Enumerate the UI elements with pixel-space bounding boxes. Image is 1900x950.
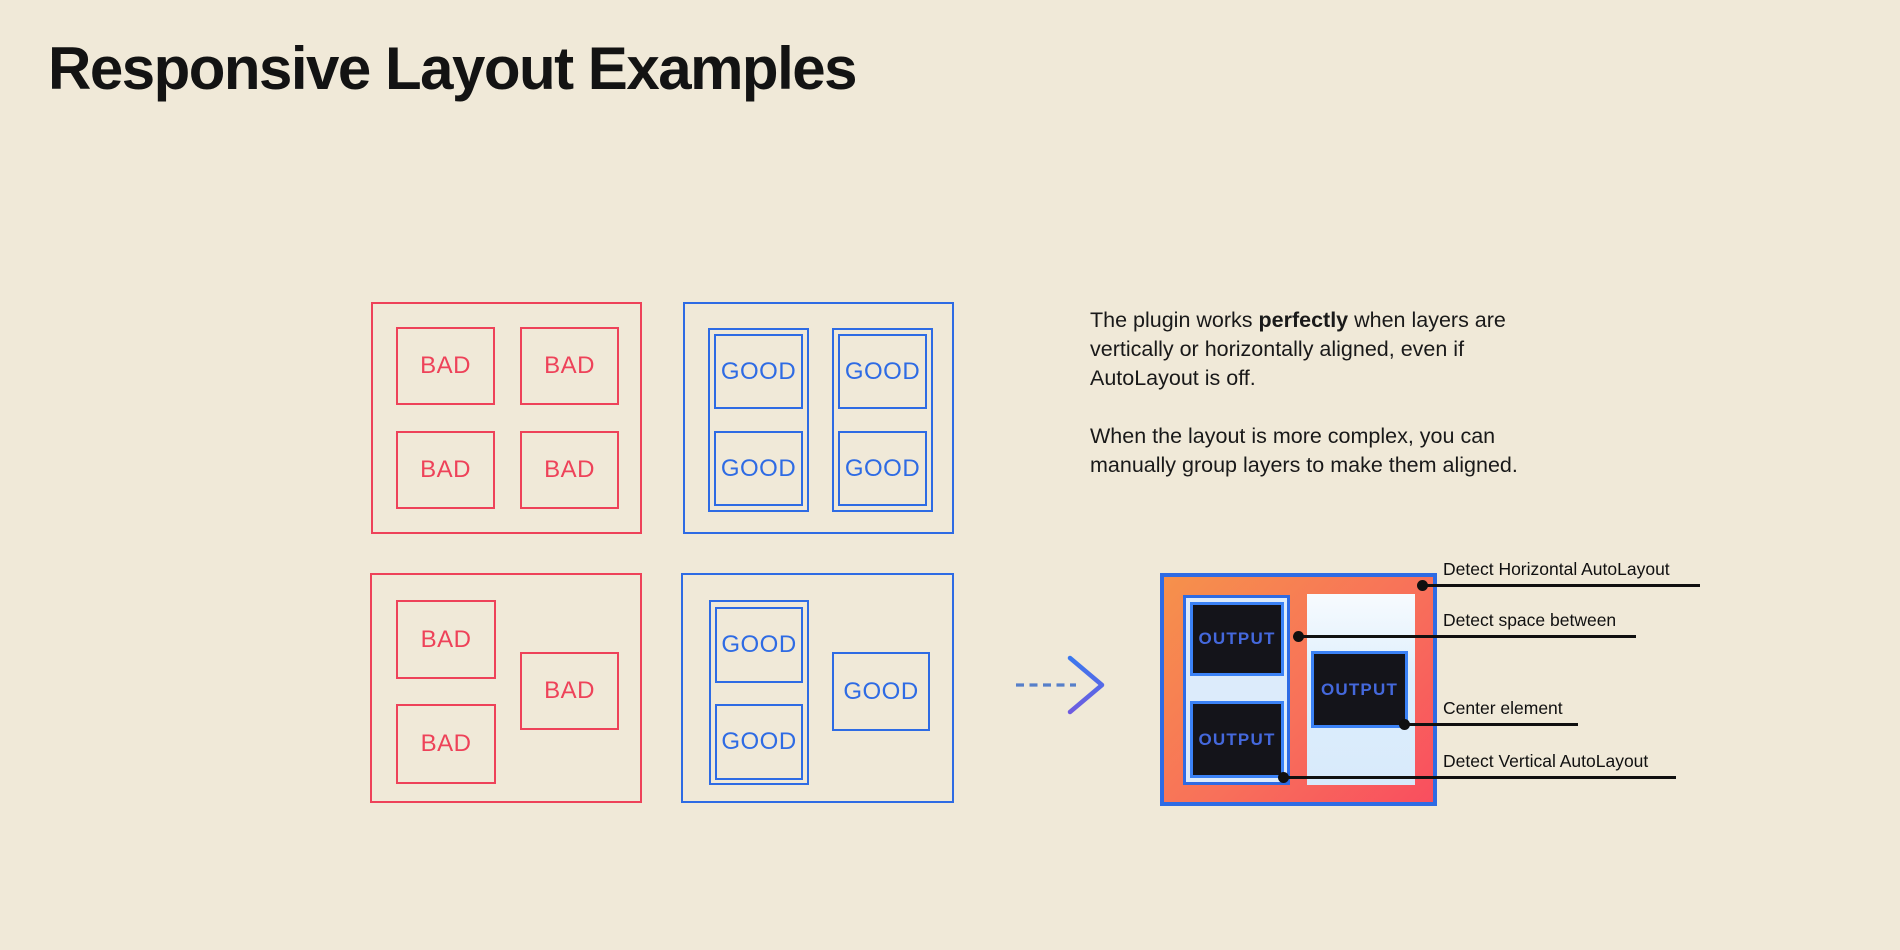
good-box: GOOD: [832, 652, 930, 731]
good-group-wrapper: GOOD GOOD: [708, 328, 809, 512]
annotation-label-center-element: Center element: [1443, 698, 1563, 718]
good-box: GOOD: [714, 431, 803, 506]
good-group-wrapper: GOOD GOOD: [832, 328, 933, 512]
annotation-dot: [1293, 631, 1304, 642]
good-box: GOOD: [838, 431, 927, 506]
annotation-label-vertical-autolayout: Detect Vertical AutoLayout: [1443, 751, 1649, 771]
page-title: Responsive Layout Examples: [48, 35, 857, 102]
description-text: The plugin works perfectly when layers a…: [1090, 306, 1542, 480]
annotation-dot: [1417, 580, 1428, 591]
output-vertical-group: OUTPUT OUTPUT: [1183, 595, 1290, 785]
bad-complex-panel: BAD BAD BAD: [370, 573, 642, 803]
annotation-line: [1422, 584, 1700, 587]
annotation-label-space-between: Detect space between: [1443, 610, 1617, 630]
description-paragraph-1: The plugin works perfectly when layers a…: [1090, 306, 1542, 393]
output-box: OUTPUT: [1190, 701, 1284, 778]
bad-box: BAD: [520, 652, 619, 730]
annotation-dot: [1278, 772, 1289, 783]
good-aligned-grid-panel: GOOD GOOD GOOD GOOD: [683, 302, 954, 534]
annotation-dot: [1399, 719, 1410, 730]
description-p1-bold: perfectly: [1258, 308, 1349, 332]
output-box: OUTPUT: [1311, 651, 1408, 728]
good-box: GOOD: [715, 704, 803, 780]
output-box: OUTPUT: [1190, 602, 1284, 676]
bad-box: BAD: [396, 704, 496, 784]
bad-box: BAD: [396, 327, 495, 405]
annotation-line: [1404, 723, 1578, 726]
annotation-line: [1298, 635, 1636, 638]
bad-box: BAD: [396, 600, 496, 679]
description-p1-before: The plugin works: [1090, 308, 1259, 332]
good-box: GOOD: [714, 334, 803, 409]
good-box: GOOD: [838, 334, 927, 409]
good-group-wrapper: GOOD GOOD: [709, 600, 809, 785]
bad-box: BAD: [520, 431, 619, 509]
good-complex-panel: GOOD GOOD GOOD: [681, 573, 954, 803]
description-paragraph-2: When the layout is more complex, you can…: [1090, 424, 1518, 477]
description-p1-after: when layers are vertically or horizontal…: [1090, 308, 1506, 390]
annotation-label-horizontal-autolayout: Detect Horizontal AutoLayout: [1443, 559, 1670, 579]
annotation-line: [1283, 776, 1676, 779]
output-result-panel: OUTPUT OUTPUT OUTPUT: [1160, 573, 1437, 806]
good-box: GOOD: [715, 607, 803, 683]
bad-box: BAD: [396, 431, 495, 509]
dashed-right-arrow-icon: [1016, 655, 1105, 715]
bad-aligned-grid-panel: BAD BAD BAD BAD: [371, 302, 642, 534]
bad-box: BAD: [520, 327, 619, 405]
